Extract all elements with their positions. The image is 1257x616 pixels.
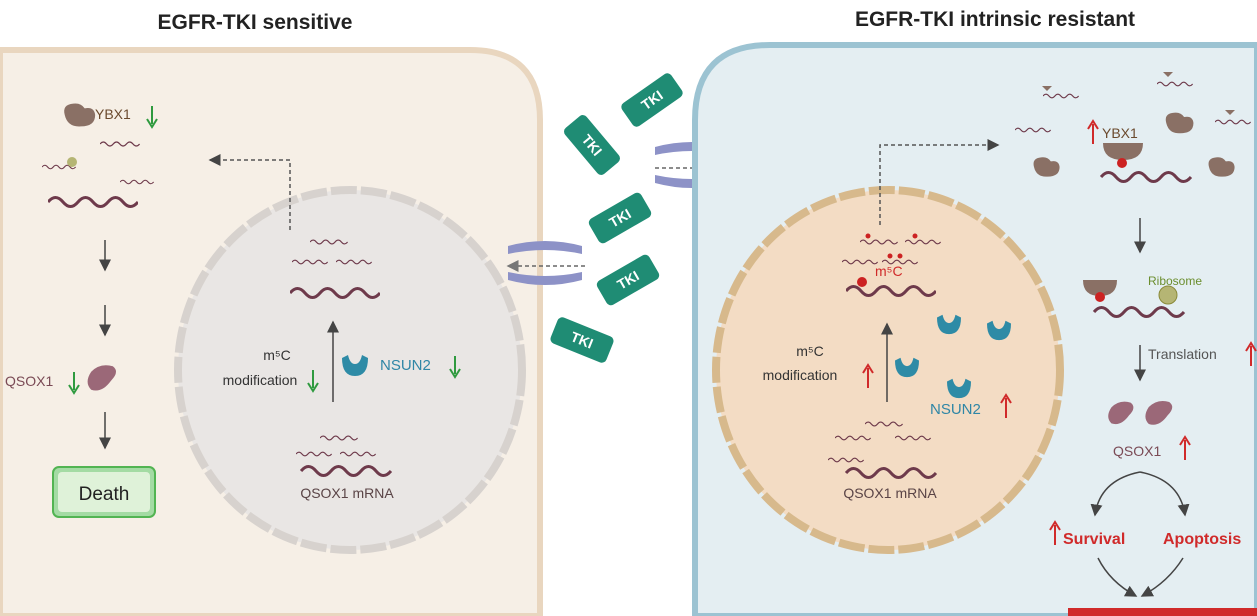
qsox1-mrna-label: QSOX1 mRNA [300,485,394,501]
tki-pill: TKI [550,317,614,363]
ribosome-icon [1158,285,1178,305]
m5c-label: m⁵C [796,343,824,359]
tki-pill: TKI [596,254,660,306]
m5c-label: m⁵C [263,347,291,363]
resistant-nucleus [712,186,1064,554]
m5c-site-icon [1117,158,1127,168]
qsox1-up-arrow-icon [1179,435,1191,460]
ybx1-bound-protein-icon [1103,143,1143,160]
tki-pill: TKI [621,73,683,127]
translation-up-arrow-icon [1245,341,1257,366]
translation-label: Translation [1148,346,1217,362]
ybx1-up-arrow-icon [1087,119,1099,144]
modification-down-arrow-icon [307,370,319,393]
svg-text:TKI: TKI [569,328,596,351]
ribosome-icon [67,157,77,167]
tki-pill: TKI [564,115,620,175]
death-box [52,466,156,518]
m5c-site-icon [1095,292,1105,302]
survival-up-arrow-icon [1049,520,1061,545]
sensitive-title: EGFR-TKI sensitive [158,11,353,34]
qsox1-mrna-label: QSOX1 mRNA [843,485,937,501]
m5c-mark-label: m⁵C [875,263,903,279]
nsun2-down-arrow-icon [449,356,461,379]
ybx1-down-arrow-icon [146,106,158,129]
ybx1-bound-protein-icon [1083,280,1117,296]
nsun2-up-arrow-icon [1000,393,1012,418]
outcome-box [1068,608,1257,616]
apoptosis-label: Apoptosis [1163,531,1241,548]
ybx1-label: YBX1 [95,106,131,122]
m5c-site-icon [857,277,867,287]
resistant-title: EGFR-TKI intrinsic resistant [855,8,1135,31]
tki-pill: TKI [588,192,652,244]
qsox1-label: QSOX1 [1113,443,1161,459]
nsun2-label: NSUN2 [930,401,981,418]
survival-label: Survival [1063,531,1125,548]
ribosome-label: Ribosome [1148,274,1202,288]
modification-label: modification [223,372,298,388]
qsox1-label: QSOX1 [5,373,53,389]
nsun2-label: NSUN2 [380,357,431,374]
receptor-left [508,241,582,285]
ybx1-label: YBX1 [1102,125,1138,141]
modification-up-arrow-icon [862,363,874,388]
qsox1-down-arrow-icon [68,372,80,395]
death-label: Death [79,484,130,505]
modification-label: modification [763,367,838,383]
